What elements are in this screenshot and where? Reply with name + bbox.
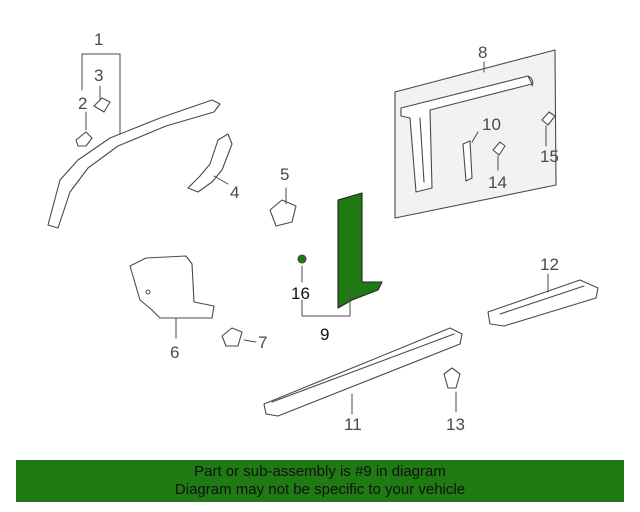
part-10-strip <box>462 140 473 182</box>
callout-13: 13 <box>446 415 465 434</box>
callout-4: 4 <box>230 183 239 202</box>
callout-15: 15 <box>540 147 559 166</box>
info-banner: Part or sub-assembly is #9 in diagram Di… <box>16 460 624 502</box>
banner-line-2: Diagram may not be specific to your vehi… <box>174 481 466 498</box>
callout-2: 2 <box>78 94 87 113</box>
callout-10: 10 <box>482 115 501 134</box>
part-9-center-pillar-trim <box>337 192 383 309</box>
parts-diagram: 1 3 2 4 5 6 7 8 10 14 15 12 11 13 16 9 <box>47 30 599 434</box>
part-1-pillar-garnish <box>47 99 221 229</box>
part-3-clip <box>93 97 111 113</box>
part-16-clip <box>297 254 307 264</box>
callout-8: 8 <box>478 43 487 62</box>
callout-11: 11 <box>344 415 362 434</box>
part-14-clip <box>492 141 506 156</box>
part-4-bracket <box>187 133 233 193</box>
callout-14: 14 <box>488 173 507 192</box>
callout-16: 16 <box>291 284 310 303</box>
part-11-scuff-plate <box>263 327 463 417</box>
callout-7: 7 <box>258 333 267 352</box>
part-2-clip <box>75 131 93 147</box>
part-15-clip <box>541 111 556 126</box>
part-13-clip <box>443 367 461 389</box>
callout-9: 9 <box>320 325 329 344</box>
callout-6: 6 <box>170 343 179 362</box>
callout-3: 3 <box>94 66 103 85</box>
banner-line-1: Part or sub-assembly is #9 in diagram <box>194 463 446 480</box>
part-7-clip <box>221 327 243 347</box>
callout-1: 1 <box>94 30 103 49</box>
part-8-panel <box>394 49 557 219</box>
part-12-scuff-plate <box>487 279 599 327</box>
part-6-kick-panel <box>129 255 215 319</box>
callout-12: 12 <box>540 255 559 274</box>
callout-5: 5 <box>280 165 289 184</box>
part-5-clip <box>269 199 297 227</box>
